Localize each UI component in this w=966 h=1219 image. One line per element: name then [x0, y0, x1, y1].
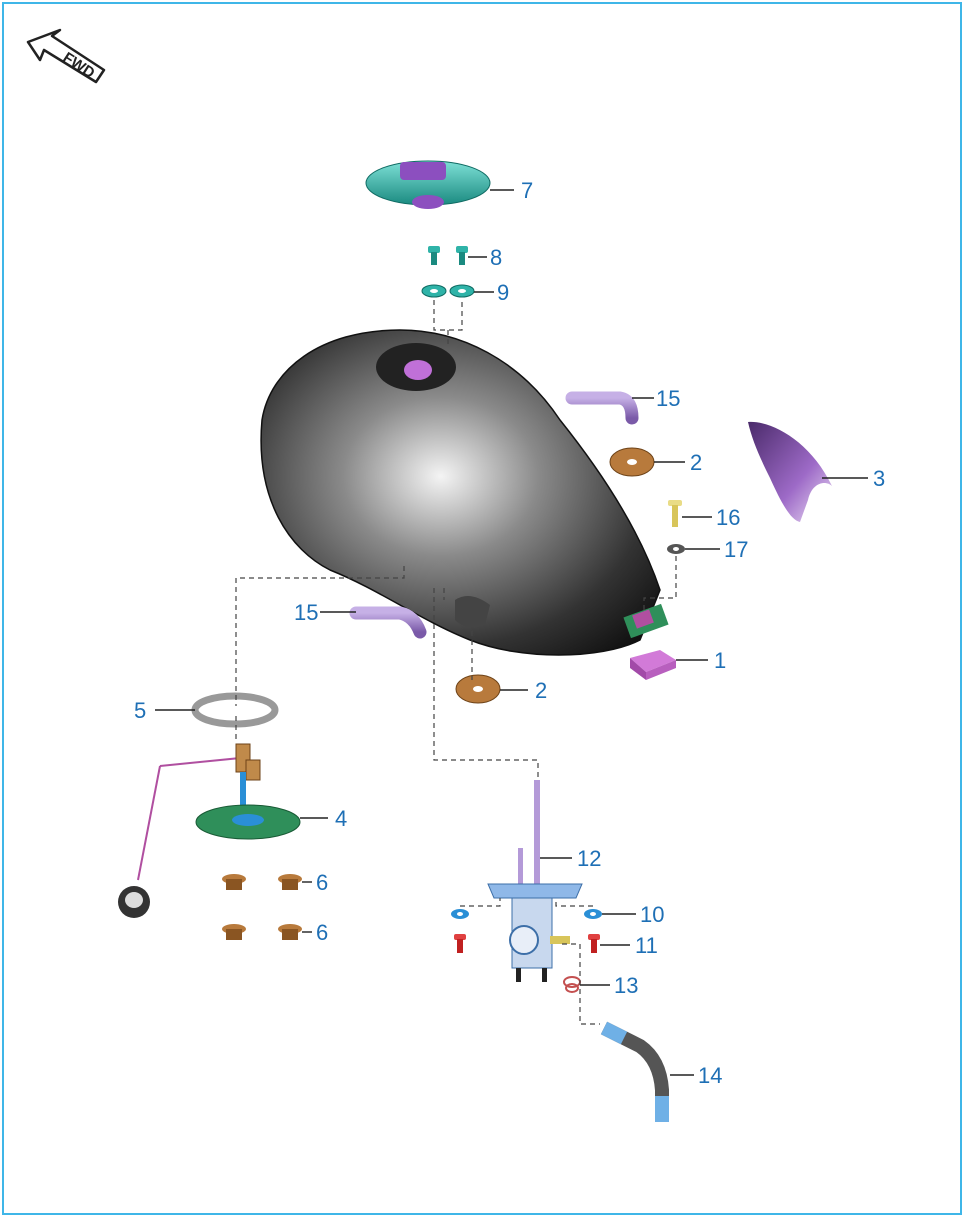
breather-hose-lower: [349, 606, 427, 639]
leader-lines: [155, 189, 868, 1076]
cap-washers: [421, 284, 475, 298]
mounting-washer: [667, 544, 685, 554]
fuel-hose: [600, 1021, 669, 1122]
callout-7: 7: [521, 178, 533, 203]
callout-4: 4: [335, 806, 347, 831]
callout-1: 1: [714, 648, 726, 673]
fuel-tank: [260, 329, 669, 656]
callout-9: 9: [497, 280, 509, 305]
grommets: [222, 874, 302, 940]
fuel-cock-washers: [451, 909, 602, 919]
callout-2-upper: 2: [690, 450, 702, 475]
callout-11: 11: [635, 933, 658, 958]
callout-16: 16: [716, 505, 740, 530]
fuel-level-sender: [118, 743, 301, 918]
callout-3: 3: [873, 466, 885, 491]
tank-shroud: [748, 421, 832, 522]
callout-5: 5: [134, 698, 146, 723]
rubber-pad: [630, 650, 676, 680]
callout-15-lower: 15: [294, 600, 318, 625]
fuel-cock-screws: [454, 934, 600, 953]
cap-bolts: [428, 246, 468, 265]
rubber-cushion-upper: [609, 447, 655, 477]
callout-14: 14: [698, 1063, 722, 1088]
callouts: 7 8 9 15 2 3 16 17 15 1 2 5 4 6 6 12 10 …: [134, 178, 885, 1088]
breather-hose-upper: [565, 391, 639, 425]
fwd-arrow-icon: FWD: [26, 28, 106, 84]
callout-8: 8: [490, 245, 502, 270]
callout-17: 17: [724, 537, 748, 562]
callout-15-upper: 15: [656, 386, 680, 411]
callout-13: 13: [614, 973, 638, 998]
callout-12: 12: [577, 846, 601, 871]
o-ring: [191, 692, 279, 728]
assembly-lines: [235, 300, 677, 1025]
hose-clip: [563, 976, 581, 993]
callout-2-lower: 2: [535, 678, 547, 703]
fuel-cap: [365, 160, 491, 209]
callout-6-upper: 6: [316, 870, 328, 895]
callout-6-lower: 6: [316, 920, 328, 945]
callout-10: 10: [640, 902, 664, 927]
mounting-bolt: [668, 500, 682, 527]
fuel-cock: [487, 780, 583, 982]
rubber-cushion-lower: [455, 674, 501, 704]
